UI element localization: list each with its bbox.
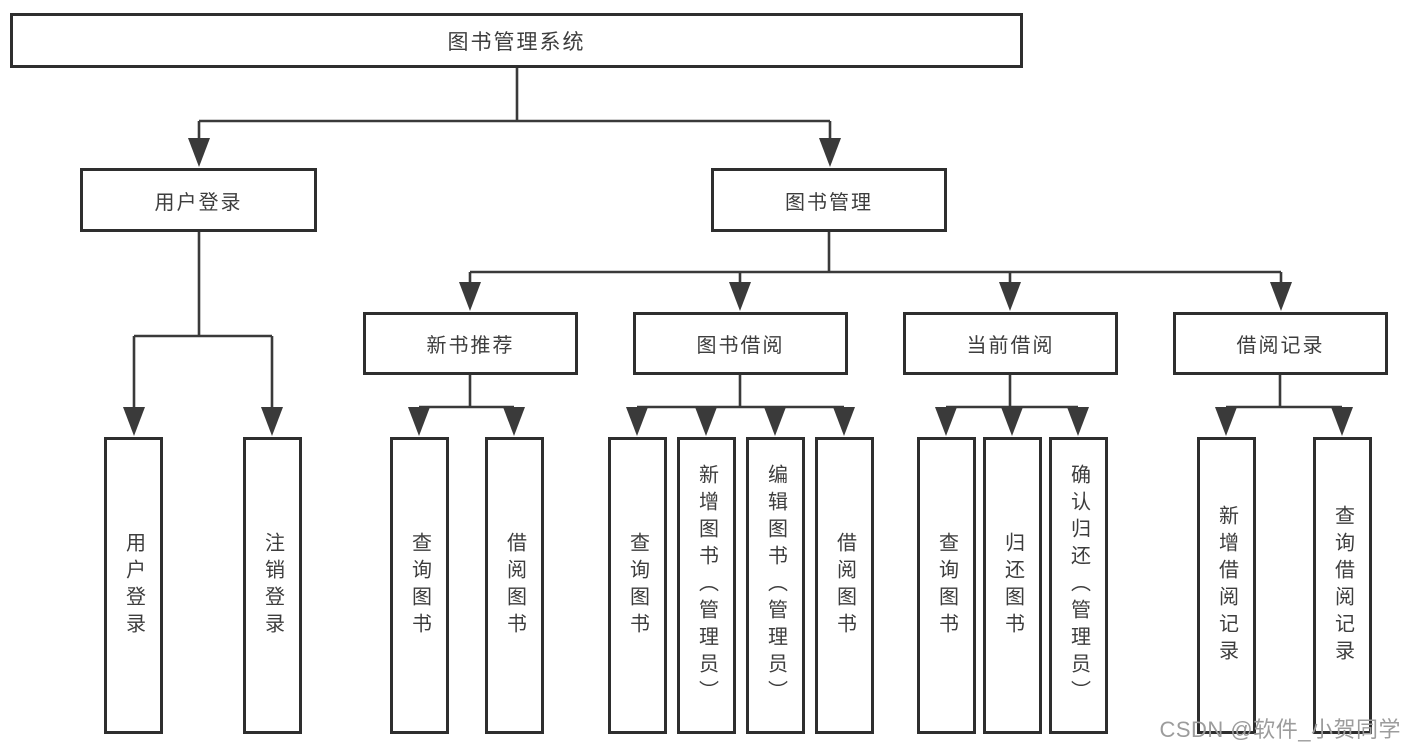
node-book-management-branch: 图书管理 (711, 168, 947, 232)
leaf-query-books-borrowing: 查询图书 (608, 437, 667, 734)
arrowhead (1215, 407, 1237, 436)
arrowhead (1331, 407, 1353, 436)
arrowhead (1001, 407, 1023, 436)
arrowhead (123, 407, 145, 436)
arrowhead (1067, 407, 1089, 436)
leaf-add-book-admin: 新增图书（管理员） (677, 437, 736, 734)
leaf-confirm-return-admin: 确认归还（管理员） (1049, 437, 1108, 734)
node-book-borrowing: 图书借阅 (633, 312, 848, 375)
connector-book-management-to-level3 (468, 232, 1283, 304)
connector-root-to-level2 (197, 68, 832, 160)
leaf-edit-book-admin: 编辑图书（管理员） (746, 437, 805, 734)
arrowhead (729, 282, 751, 311)
csdn-watermark: CSDN @软件_小贺同学 (1159, 717, 1401, 742)
connector-book-borrow-to-leaves (635, 375, 846, 428)
arrowhead (764, 407, 786, 436)
leaf-logout: 注销登录 (243, 437, 302, 734)
node-user-login-branch: 用户登录 (80, 168, 317, 232)
arrowhead (459, 282, 481, 311)
arrowhead (1270, 282, 1292, 311)
leaf-user-login: 用户登录 (104, 437, 163, 734)
connector-borrow-records-to-leaves (1224, 375, 1344, 428)
leaf-return-books: 归还图书 (983, 437, 1042, 734)
connector-new-book-to-leaves (417, 375, 516, 428)
leaf-borrow-books-recommend: 借阅图书 (485, 437, 544, 734)
node-current-borrowing: 当前借阅 (903, 312, 1118, 375)
arrowhead (999, 282, 1021, 311)
leaf-query-books-recommend: 查询图书 (390, 437, 449, 734)
arrowhead (935, 407, 957, 436)
leaf-query-books-current: 查询图书 (917, 437, 976, 734)
arrowhead (261, 407, 283, 436)
arrowhead (503, 407, 525, 436)
node-borrowing-records: 借阅记录 (1173, 312, 1388, 375)
connector-user-login-to-leaves (132, 232, 274, 428)
arrowhead (188, 138, 210, 167)
arrowhead (408, 407, 430, 436)
node-new-book-recommendation: 新书推荐 (363, 312, 578, 375)
node-library-management-system: 图书管理系统 (10, 13, 1023, 68)
arrowhead (626, 407, 648, 436)
arrowhead (833, 407, 855, 436)
arrowhead (819, 138, 841, 167)
leaf-add-borrow-record: 新增借阅记录 (1197, 437, 1256, 734)
arrowhead (695, 407, 717, 436)
leaf-query-borrow-record: 查询借阅记录 (1313, 437, 1372, 734)
leaf-borrow-books-borrowing: 借阅图书 (815, 437, 874, 734)
